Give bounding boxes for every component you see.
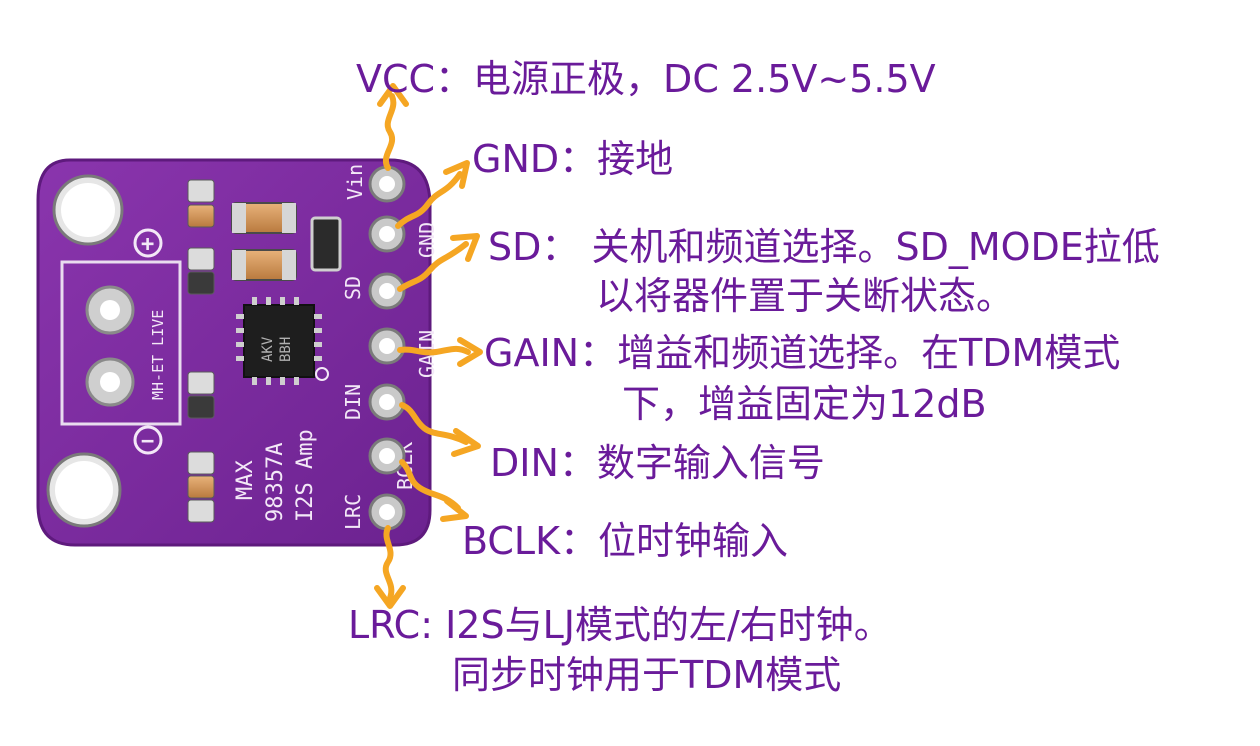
silkscreen-line-2: 98357A <box>263 443 288 522</box>
plus-symbol: + <box>141 232 154 257</box>
arrow-gain <box>397 345 471 356</box>
header-pins <box>368 165 406 531</box>
label-lrc-line-1: LRC: I2S与LJ模式的左/右时钟。 <box>348 603 892 647</box>
minus-symbol: − <box>141 429 154 454</box>
terminal-silkscreen: MH-ET LIVE <box>149 310 167 400</box>
plus-symbol-ring <box>133 228 163 258</box>
minus-symbol-ring <box>133 425 163 455</box>
arrow-lrc <box>382 525 395 601</box>
label-sd-line-1: SD： 关机和频道选择。SD_MODE拉低 <box>488 225 1160 269</box>
label-lrc-line-2: 同步时钟用于TDM模式 <box>452 653 841 697</box>
arrow-vcc <box>383 93 397 171</box>
amplifier-ic <box>243 304 315 378</box>
silkscreen-line-3: I2S Amp <box>293 429 318 522</box>
label-bclk: BCLK：位时钟输入 <box>462 519 788 563</box>
pin-label-sd: SD <box>341 276 365 300</box>
pin-label-vin: Vin <box>343 164 367 200</box>
label-din: DIN：数字输入信号 <box>490 441 825 485</box>
chip-marking-1: AKV <box>260 336 276 362</box>
arrow-gnd <box>395 171 463 229</box>
label-gnd: GND：接地 <box>472 137 673 181</box>
speaker-terminal-outline <box>60 260 182 426</box>
label-vcc: VCC：电源正极，DC 2.5V~5.5V <box>356 57 936 101</box>
label-gain-line-2: 下，增益固定为12dB <box>622 382 987 426</box>
resistor <box>310 216 342 272</box>
left-smd-column <box>187 179 215 523</box>
chip-marking-2: BBH <box>278 337 294 362</box>
label-sd-line-2: 以将器件置于关断状态。 <box>596 274 1014 318</box>
callout-arrows <box>374 83 483 609</box>
ic-pads <box>236 297 322 385</box>
pin-label-lrc: LRC <box>341 494 365 530</box>
arrow-din <box>399 402 469 445</box>
arrow-sd <box>397 241 469 292</box>
label-gain-line-1: GAIN：增益和频道选择。在TDM模式 <box>484 331 1120 375</box>
pin-label-gnd: GND <box>415 222 439 258</box>
pin-label-din: DIN <box>341 384 365 420</box>
silkscreen-line-1: MAX <box>233 460 258 500</box>
